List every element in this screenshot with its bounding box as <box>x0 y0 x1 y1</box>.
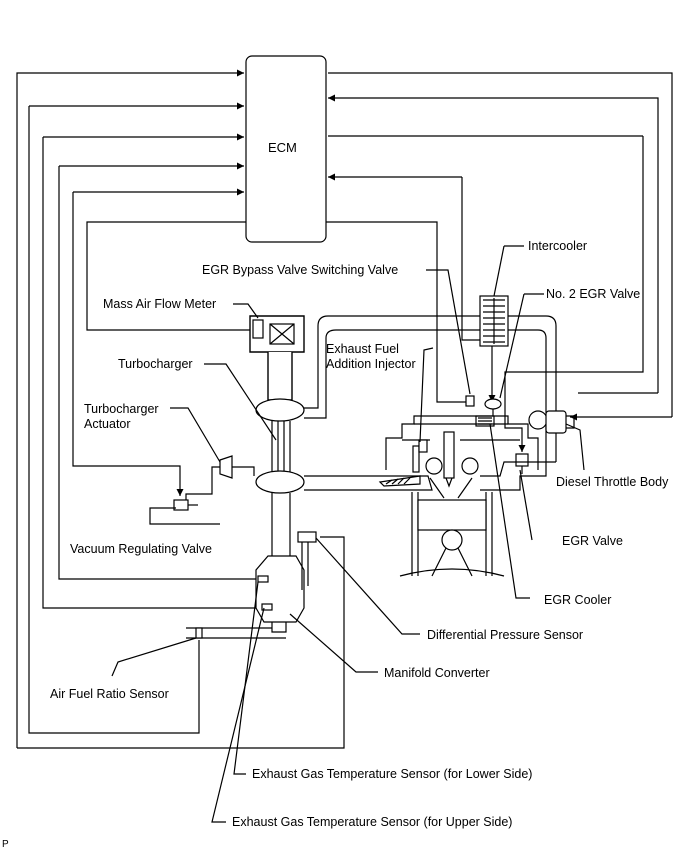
air-fuel-ratio-sensor-label: Air Fuel Ratio Sensor <box>50 687 169 701</box>
exhaust-fuel-addition-injector-label-1: Exhaust Fuel <box>326 342 399 356</box>
mass-air-flow-meter-label: Mass Air Flow Meter <box>103 297 217 311</box>
ecm-wiring-right <box>326 72 673 452</box>
exhaust-fuel-addition-injector-label-2: Addition Injector <box>326 357 416 371</box>
diesel-throttle-body <box>528 410 575 434</box>
exhaust-gas-temp-upper-label: Exhaust Gas Temperature Sensor (for Uppe… <box>232 815 513 829</box>
leader-lines <box>111 245 585 823</box>
exhaust-gas-temp-sensors <box>257 575 273 611</box>
egr-valve-label: EGR Valve <box>562 534 623 548</box>
turbocharger-label: Turbocharger <box>118 357 193 371</box>
egr-cooler-label: EGR Cooler <box>544 593 612 607</box>
intercooler-label: Intercooler <box>528 239 588 253</box>
no2-egr-valve <box>484 398 502 416</box>
mass-air-flow-meter <box>252 319 295 345</box>
turbocharger-actuator <box>185 455 255 508</box>
exhaust-gas-temp-lower-label: Exhaust Gas Temperature Sensor (for Lowe… <box>252 767 533 781</box>
air-fuel-ratio-sensor <box>195 627 203 639</box>
ecm-label: ECM <box>268 140 297 155</box>
differential-pressure-sensor <box>297 531 317 590</box>
turbocharger-actuator-label-1: Turbocharger <box>84 402 159 416</box>
ecm-box <box>245 55 327 243</box>
turbocharger-actuator-label-2: Actuator <box>84 417 131 431</box>
egr-bypass-valve-switching-valve-label: EGR Bypass Valve Switching Valve <box>202 263 399 277</box>
intercooler <box>479 295 509 347</box>
differential-pressure-sensor-label: Differential Pressure Sensor <box>427 628 584 642</box>
vacuum-regulating-valve-label: Vacuum Regulating Valve <box>70 542 212 556</box>
manifold-converter-label: Manifold Converter <box>384 666 490 680</box>
vacuum-regulating-valve <box>173 499 198 511</box>
egr-valve <box>515 453 529 474</box>
egr-bypass-switching-valve <box>465 395 475 407</box>
exhaust-fuel-addition-injector <box>412 439 428 473</box>
no2-egr-valve-label: No. 2 EGR Valve <box>546 287 641 301</box>
engine-block <box>378 415 556 577</box>
ecm-wiring-left <box>16 69 345 749</box>
corner-mark: P <box>2 839 9 850</box>
diesel-throttle-body-label: Diesel Throttle Body <box>556 475 669 489</box>
